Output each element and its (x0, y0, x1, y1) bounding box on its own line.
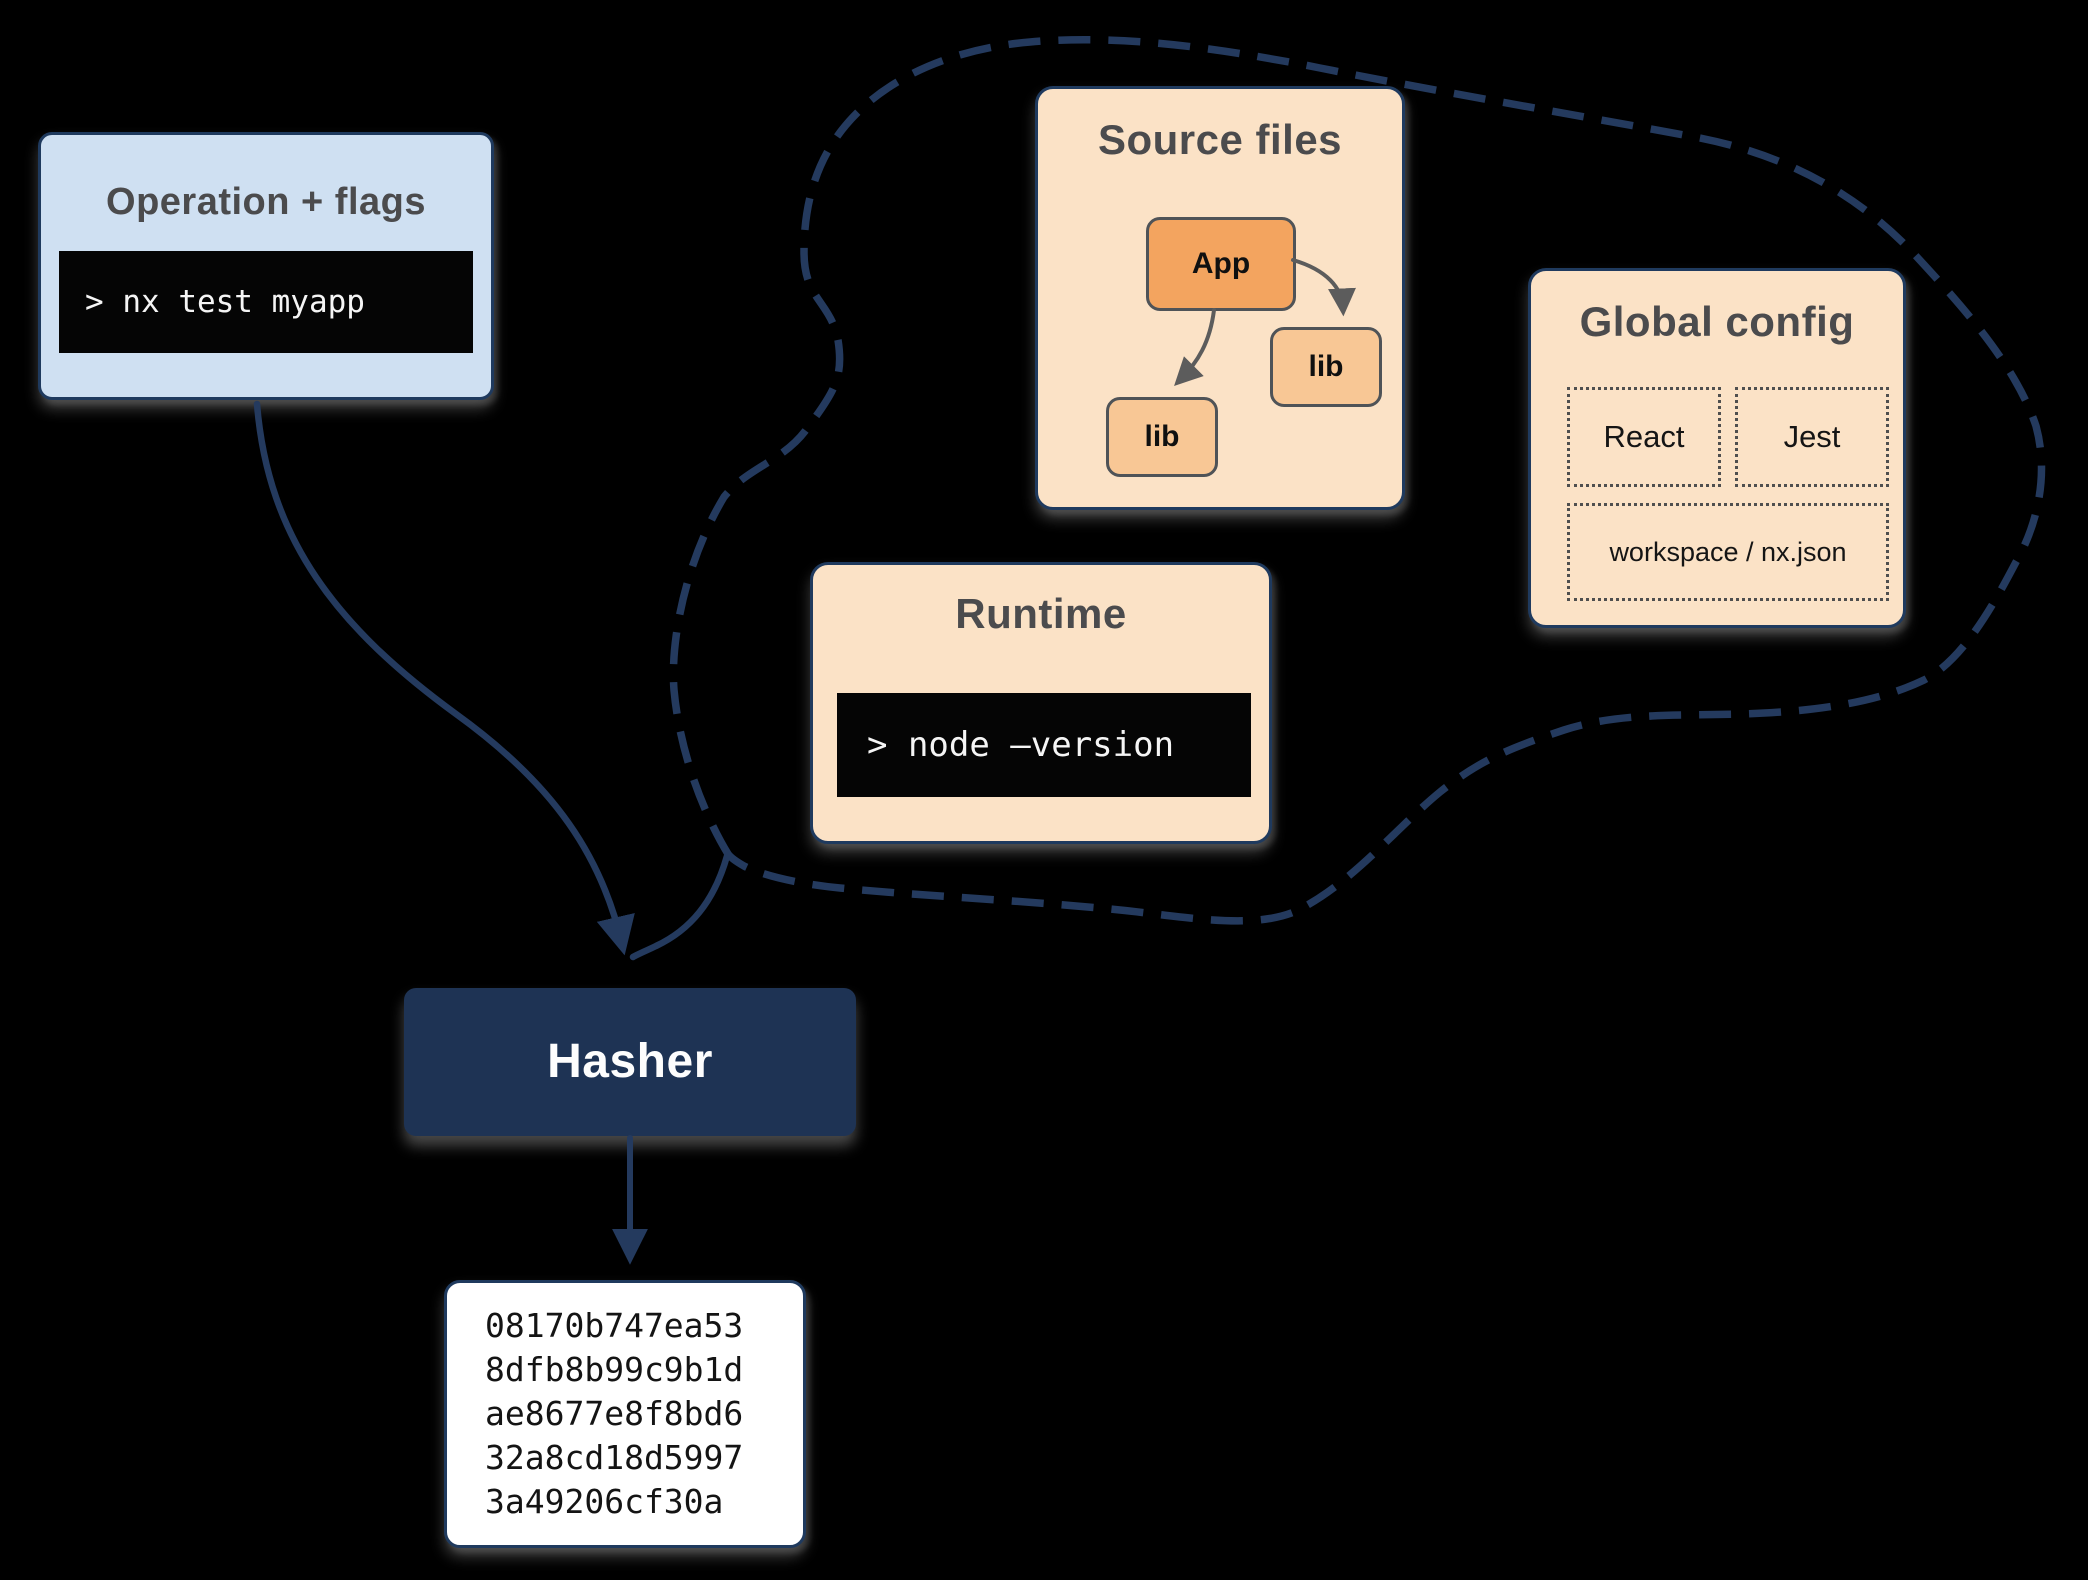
source-files-box: Source files App lib lib (1035, 86, 1405, 510)
global-config-item-react: React (1567, 387, 1721, 487)
hash-line: 32a8cd18d5997 (485, 1438, 744, 1477)
runtime-title: Runtime (955, 590, 1127, 637)
source-files-title: Source files (1097, 116, 1343, 163)
hash-line: 8dfb8b99c9b1d (485, 1350, 744, 1389)
arrow-operation-to-hasher (253, 400, 635, 956)
global-config-item-workspace: workspace / nx.json (1567, 503, 1889, 601)
runtime-terminal: > node –version (837, 693, 1251, 797)
hash-line: 08170b747ea53 (485, 1306, 744, 1345)
global-config-title: Global config (1579, 298, 1855, 345)
lib-node-left: lib (1106, 397, 1218, 477)
operation-flags-title: Operation + flags (106, 181, 426, 223)
hash-line: 3a49206cf30a (485, 1482, 724, 1521)
global-config-item-jest: Jest (1735, 387, 1889, 487)
operation-terminal: > nx test myapp (59, 251, 473, 353)
hasher-box: Hasher (404, 988, 856, 1136)
curve-cloud-to-hasher (629, 852, 731, 961)
runtime-box: Runtime > node –version (810, 562, 1272, 844)
global-config-box: Global config React Jest workspace / nx.… (1528, 268, 1906, 628)
operation-flags-box: Operation + flags > nx test myapp (38, 132, 494, 400)
lib-node-right: lib (1270, 327, 1382, 407)
hash-output-box: 08170b747ea53 8dfb8b99c9b1d ae8677e8f8bd… (444, 1280, 806, 1548)
app-node: App (1146, 217, 1296, 311)
hash-line: ae8677e8f8bd6 (485, 1394, 744, 1433)
